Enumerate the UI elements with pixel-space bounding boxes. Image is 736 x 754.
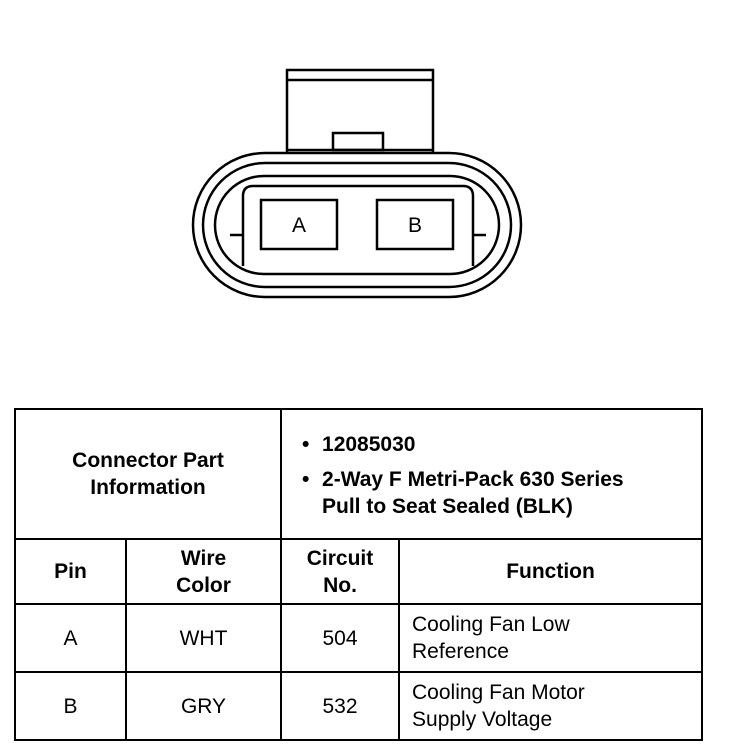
part-number: 12085030: [302, 431, 701, 458]
header-pin: Pin: [14, 538, 127, 605]
row-a-function: Cooling Fan Low Reference: [398, 603, 704, 673]
row-a-wire-color: WHT: [124, 603, 283, 673]
connector-info-table: Connector Part Information 12085030 2-Wa…: [13, 408, 704, 741]
pin-b-label: B: [408, 214, 422, 237]
part-info-details: 12085030 2-Way F Metri-Pack 630 Series P…: [280, 408, 704, 540]
connector-face-diagram: A B: [191, 68, 523, 299]
header-function: Function: [398, 538, 704, 605]
part-description: 2-Way F Metri-Pack 630 Series Pull to Se…: [302, 466, 701, 520]
table-row: B GRY 532 Cooling Fan Motor Supply Volta…: [14, 671, 704, 741]
row-b-wire-color: GRY: [124, 671, 283, 741]
part-info-row: Connector Part Information 12085030 2-Wa…: [13, 408, 704, 540]
header-wire-color: Wire Color: [124, 538, 283, 605]
connector-housing-middle: [201, 161, 513, 289]
pin-a-terminal: [259, 198, 339, 251]
row-a-pin: A: [14, 603, 127, 673]
connector-housing-outer: [191, 151, 523, 299]
row-b-circuit-no: 532: [280, 671, 401, 741]
tab-latch: [331, 131, 385, 152]
connector-cavity: [241, 184, 475, 266]
row-b-pin: B: [14, 671, 127, 741]
part-info-label: Connector Part Information: [13, 408, 283, 540]
table-row: A WHT 504 Cooling Fan Low Reference: [14, 603, 704, 673]
row-b-function: Cooling Fan Motor Supply Voltage: [398, 671, 704, 741]
header-row: Pin Wire Color Circuit No. Function: [14, 538, 704, 605]
row-a-circuit-no: 504: [280, 603, 401, 673]
pin-a-label: A: [292, 214, 306, 237]
pin-b-terminal: [375, 198, 455, 251]
connector-housing-inner: [213, 174, 501, 276]
header-circuit-no: Circuit No.: [280, 538, 401, 605]
locking-tab: [285, 68, 435, 153]
